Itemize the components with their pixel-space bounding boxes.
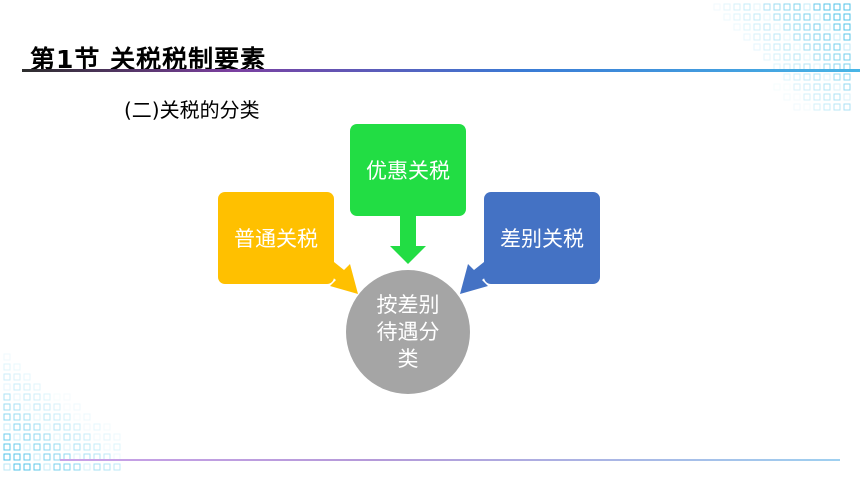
arrow-down — [390, 216, 426, 264]
center-circle-label: 按差别待遇分类 — [376, 292, 440, 371]
box-general-tariff: 普通关税 — [218, 192, 334, 284]
arrow-from-left — [326, 262, 358, 294]
center-circle: 按差别待遇分类 — [346, 270, 470, 394]
slide-subtitle: (二)关税的分类 — [124, 98, 260, 122]
title-underline — [22, 69, 860, 72]
box-preferential-tariff-label: 优惠关税 — [366, 159, 450, 183]
box-differential-tariff-label: 差别关税 — [500, 227, 584, 251]
box-differential-tariff: 差别关税 — [484, 192, 600, 284]
box-preferential-tariff: 优惠关税 — [350, 124, 466, 216]
box-general-tariff-label: 普通关税 — [234, 227, 318, 251]
decorative-dot-grid-top-right — [713, 3, 851, 111]
bottom-divider — [60, 459, 840, 461]
